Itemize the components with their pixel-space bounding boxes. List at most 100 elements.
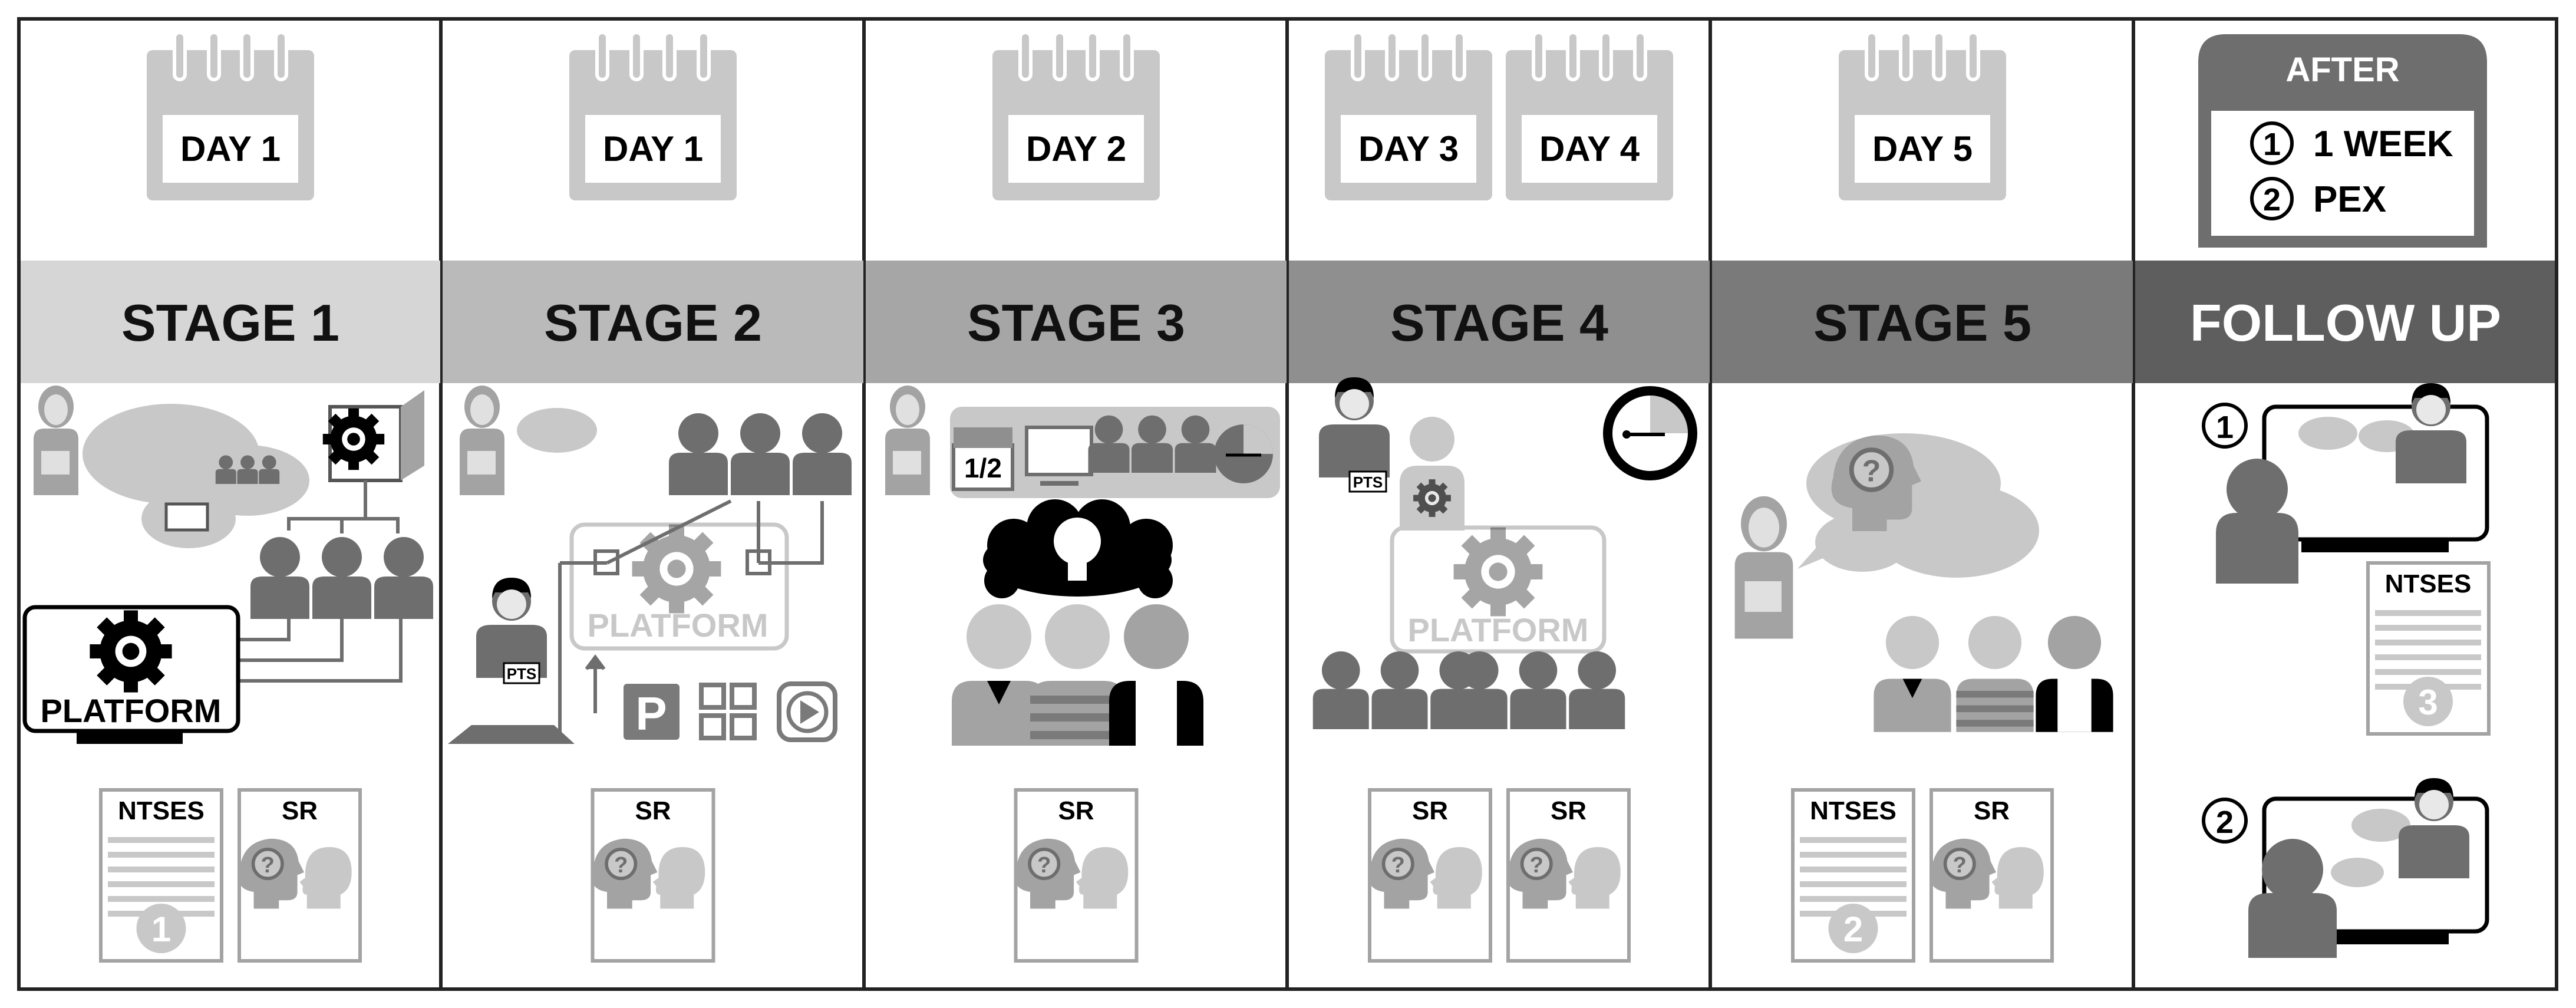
marker-circle [2250,121,2294,165]
ntses-title: NTSES [2385,569,2472,598]
sr-card: SR [592,788,715,963]
stage-titles: STAGE 1 STAGE 2 STAGE 3 STAGE 4 STAGE 5 … [121,294,2501,352]
facilitator-icon [34,386,78,495]
calendar-icon: DAY 4 [1506,32,1673,200]
after-line-1: 1 WEEK [2313,124,2453,164]
play-icon [777,681,837,742]
pts-man-icon [1319,377,1390,477]
pts-label: PTS [1353,473,1383,491]
after-line-2: PEX [2313,179,2386,220]
marker-number: 2 [2216,805,2234,840]
stage-title: STAGE 1 [121,294,339,352]
stage-title: STAGE 4 [1390,294,1608,352]
stage-title: FOLLOW UP [2190,294,2501,352]
calendar-icon: DAY 1 [569,32,737,200]
student-icon [1109,604,1203,746]
facilitator-icon [1734,496,1793,639]
card-title: SR [1412,796,1448,825]
stage-band-5 [1712,261,2133,383]
day-label: DAY 4 [1539,129,1640,169]
stage-4-illustration: PTS PLATFORM [1313,377,1697,729]
stage-title: STAGE 2 [544,294,762,352]
ntses-number: 1 [151,910,171,949]
group-icon [1089,416,1216,473]
stage-1-illustration: PLATFORM [22,386,433,744]
student-icon [2036,615,2113,732]
stage-title: STAGE 3 [967,294,1185,352]
parking-icon [624,684,680,740]
gear-icon [1453,527,1543,617]
platform-label: PLATFORM [1408,611,1589,648]
day-label: DAY 3 [1358,129,1459,169]
stage-3-illustration: 1/2 [885,386,1280,746]
calendar-icon: DAY 2 [992,32,1160,200]
marker-circle [2202,798,2248,844]
calendar-icon: DAY 1 [147,32,314,200]
p-label: P [635,687,667,740]
card-title: SR [635,796,671,825]
facilitator-icon [885,386,930,495]
calendars: DAY 1 DAY 1 DAY 2 DAY 3 DAY 4 DAY 5 [147,32,2006,200]
pts-label: PTS [507,665,537,683]
calendar-icon: DAY 3 [1325,32,1492,200]
sr-card: SR [1369,788,1492,963]
column-dividers [439,19,2135,989]
stage-5-illustration [1734,433,2113,732]
stage-band-6 [2135,261,2555,383]
sr-card: SR [1015,788,1139,963]
ntses-number: 3 [2418,683,2438,722]
laptop-icon [164,502,209,532]
group-icon [669,413,852,495]
speech-bubble [517,408,597,453]
group-icon [1452,651,1625,729]
viewer-icon [2248,839,2337,958]
half-label: 1/2 [964,453,1002,483]
group-icon [250,537,433,619]
light-bulb-icon [1054,518,1101,565]
card-title: NTSES [1810,796,1896,825]
platform-label: PLATFORM [41,692,222,729]
day-label: DAY 2 [1026,129,1126,169]
facilitator-icon [460,386,504,495]
marker-circle [2250,177,2294,220]
follow-up-illustration: 1 NTSES 3 2 [2202,383,2491,958]
marker-number: 2 [2263,182,2281,218]
sr-card: SR [1508,788,1631,963]
grid-icon [699,683,757,740]
student-icon [1956,615,2034,732]
monitor-icon [1025,426,1093,476]
stage-band-2 [443,261,863,383]
marker-number: 1 [2263,127,2281,162]
ntses-sheet: NTSES 3 [2366,561,2491,736]
stage-band-4 [1289,261,1710,383]
gear-icon [1413,479,1451,517]
after-title: AFTER [2285,51,2399,89]
gear-icon [90,610,172,693]
day-label: DAY 1 [180,129,281,169]
group-icon [216,455,280,484]
card-title: SR [1974,796,2010,825]
n-label: n=6 [494,687,526,707]
remote-person-icon [2396,383,2466,483]
gear-icon [322,408,385,470]
stage-2-illustration: PLATFORM PTS n=6 P [448,386,852,744]
stage-bands [21,261,2555,383]
remote-person-icon [2399,778,2469,878]
card-title: SR [1551,796,1587,825]
student-icon [1874,615,1951,732]
gear-icon [632,524,721,614]
stage-band-3 [866,261,1287,383]
marker-circle [2202,403,2248,449]
stage-band-1 [21,261,440,383]
calendar-icon: DAY 5 [1839,32,2006,200]
sr-card: SR [239,788,362,963]
idea-cloud [983,499,1173,598]
card-title: SR [282,796,318,825]
after-box: AFTER 1 1 WEEK 2 PEX [2198,34,2487,248]
stage-title: STAGE 5 [1813,294,2031,352]
card-title: SR [1058,796,1094,825]
